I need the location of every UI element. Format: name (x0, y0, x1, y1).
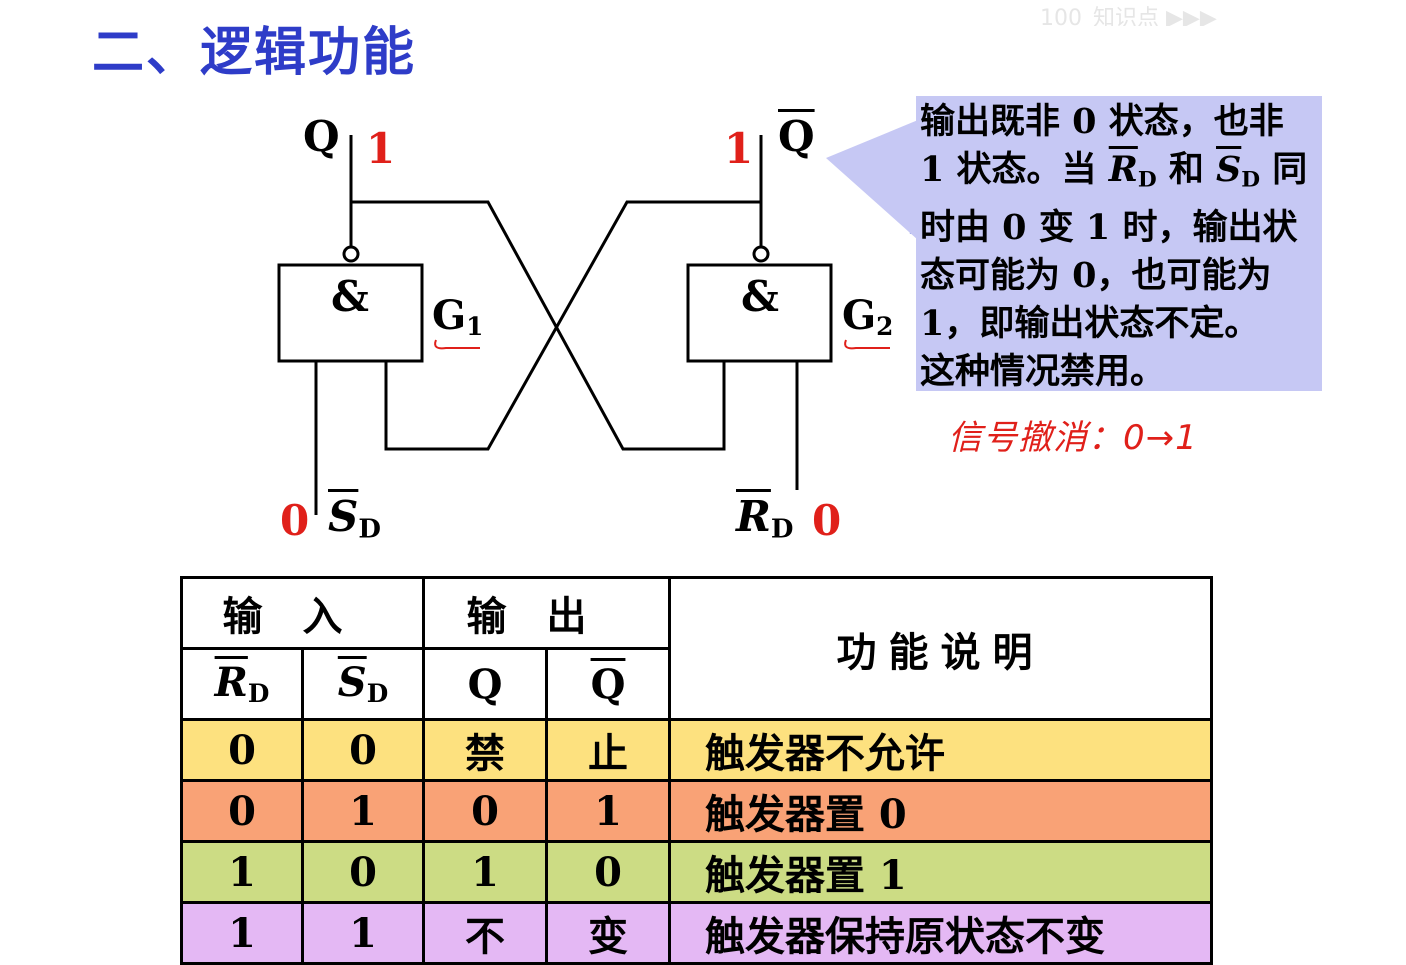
gate-g1-label: G1 (432, 292, 484, 342)
cell-qbar: 0 (545, 840, 671, 904)
cell-sd: 1 (301, 901, 425, 965)
col-qbar: Q (545, 647, 671, 721)
cell-qbar: 止 (545, 718, 671, 782)
cell-sd: 0 (301, 840, 425, 904)
cell-rd: 1 (180, 901, 304, 965)
q-output-label: Q (303, 112, 340, 161)
note-line-3: 时由 0 变 1 时，输出状 (920, 207, 1298, 249)
page-title: 二、逻辑功能 (92, 23, 417, 83)
gate-g2-label: G2 (842, 292, 894, 342)
cell-rd: 1 (180, 840, 304, 904)
sd-input-label: SD (328, 492, 381, 545)
table-row: 1 0 1 0 触发器置 1 (180, 840, 1213, 904)
cell-rd: 0 (180, 718, 304, 782)
cell-q: 1 (422, 840, 548, 904)
cell-rd: 0 (180, 779, 304, 843)
q-output-value: 1 (366, 124, 396, 173)
cell-sd: 0 (301, 718, 425, 782)
note-line-4: 态可能为 0，也可能为 (920, 255, 1272, 297)
cell-q: 0 (422, 779, 548, 843)
cell-sd: 1 (301, 779, 425, 843)
rd-input-value: 0 (812, 496, 842, 545)
sd-input-value: 0 (280, 496, 310, 545)
cell-function: 触发器保持原状态不变 (668, 901, 1213, 965)
g1-underline-mark (434, 339, 480, 350)
gate-g2-box (686, 263, 833, 363)
header-input: 输入 (180, 576, 425, 650)
table-row: 0 1 0 1 触发器置 0 (180, 779, 1213, 843)
cell-qbar: 1 (545, 779, 671, 843)
handwritten-note: 信号撤消：0→1 (948, 418, 1198, 458)
gate-g1-box (277, 263, 424, 363)
g2-underline-mark (844, 339, 890, 350)
q-feedback-wire (351, 200, 726, 451)
explanation-note: 输出既非 0 状态，也非 1 状态。当 RD 和 SD 同 时由 0 变 1 时… (916, 96, 1322, 392)
col-rd: RD (180, 647, 304, 721)
header-function: 功能说明 (668, 576, 1213, 721)
watermark: 100_知识点 ▶▶▶ (1040, 6, 1217, 26)
cell-q: 不 (422, 901, 548, 965)
cell-function: 触发器置 0 (668, 779, 1213, 843)
cell-function: 触发器不允许 (668, 718, 1213, 782)
qbar-output-value: 1 (724, 124, 754, 173)
cell-function: 触发器置 1 (668, 840, 1213, 904)
note-line-6: 这种情况禁用。 (920, 351, 1166, 393)
gate-g2-symbol: & (741, 272, 779, 321)
header-output: 输出 (422, 576, 671, 650)
note-line-2: 1 状态。当 RD 和 SD 同 (920, 149, 1308, 193)
rd-input-label: RD (736, 492, 794, 545)
col-q: Q (422, 647, 548, 721)
note-line-1: 输出既非 0 状态，也非 (920, 101, 1284, 142)
gate-g1-symbol: & (331, 272, 369, 321)
cell-q: 禁 (422, 718, 548, 782)
table-row: 0 0 禁 止 触发器不允许 (180, 718, 1213, 782)
qbar-output-label: Q (778, 112, 815, 161)
cell-qbar: 变 (545, 901, 671, 965)
truth-table: 输入 输出 功能说明 RD SD Q Q 0 0 禁 止 触发器不允许 0 1 … (180, 576, 1213, 965)
col-sd: SD (301, 647, 425, 721)
note-line-5: 1，即输出状态不定。 (920, 303, 1260, 345)
table-row: 1 1 不 变 触发器保持原状态不变 (180, 901, 1213, 965)
qbar-feedback-wire (384, 200, 761, 451)
